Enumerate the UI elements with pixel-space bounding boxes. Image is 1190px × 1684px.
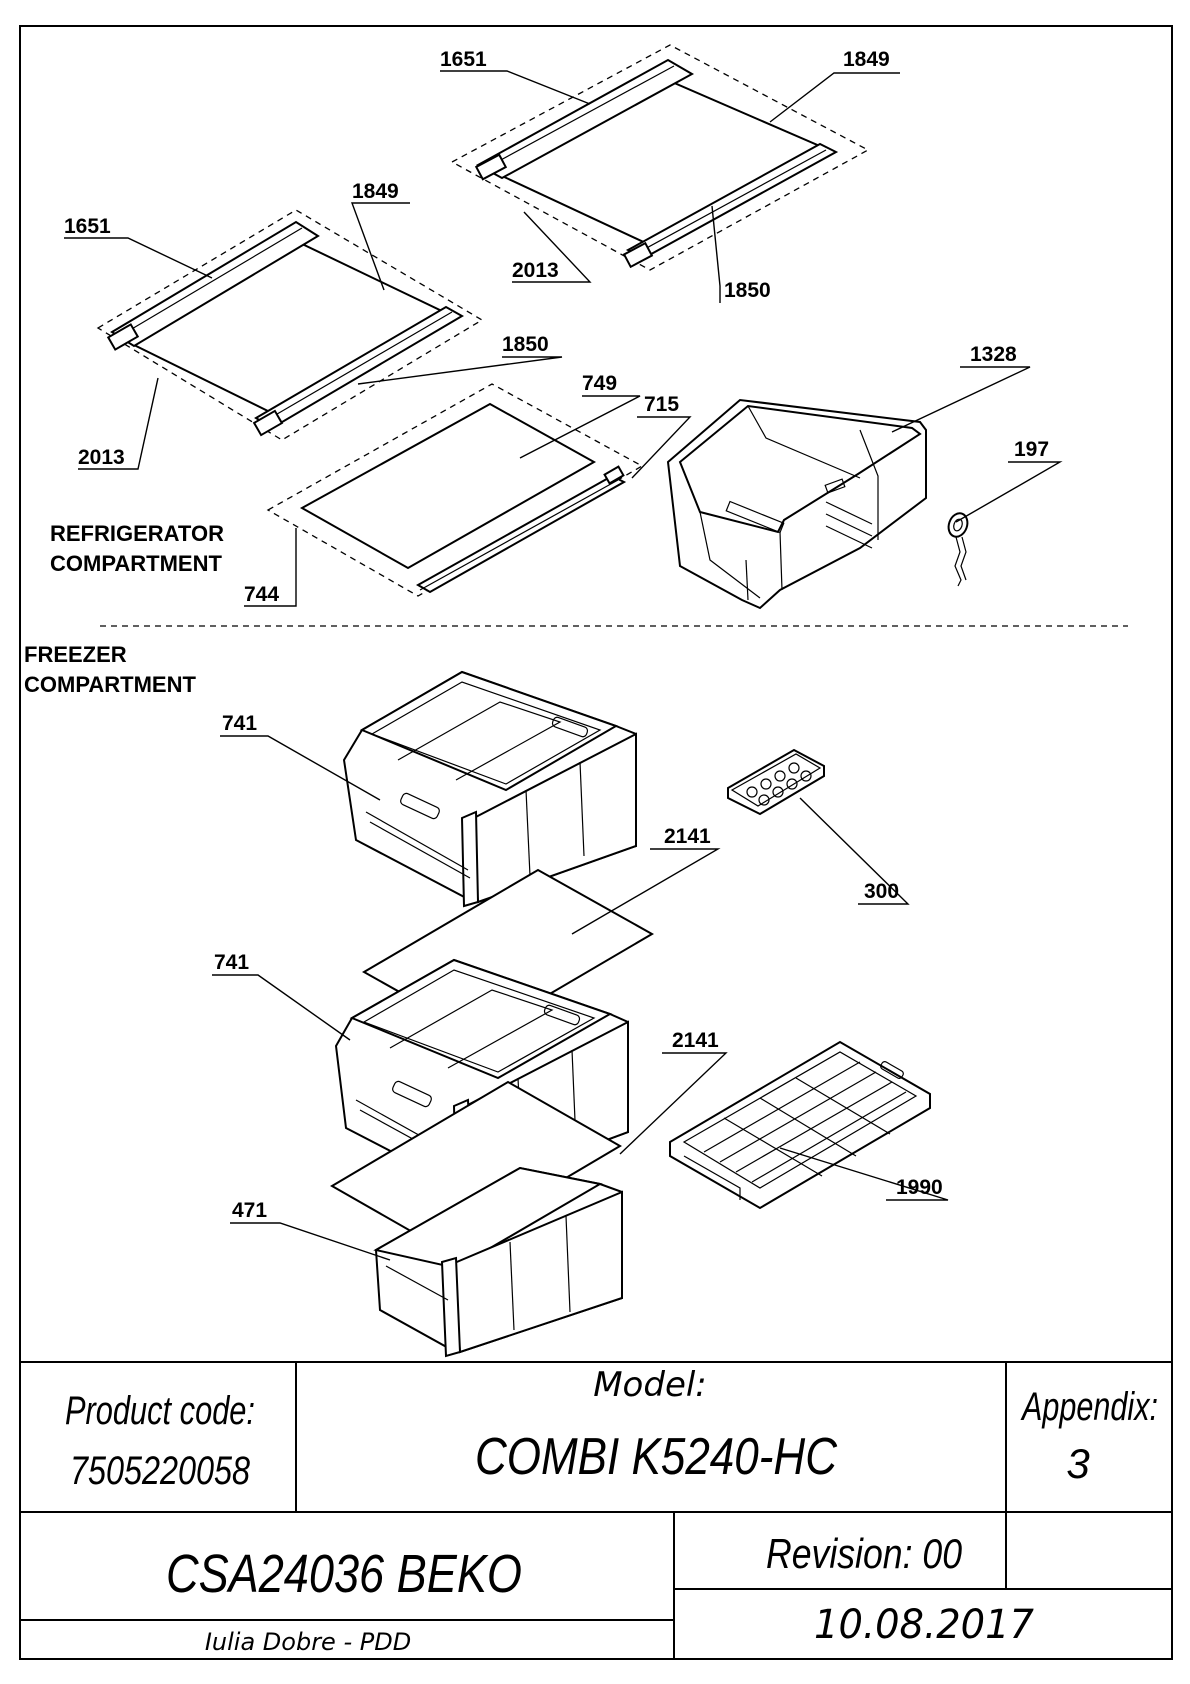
label-1850-lower: 1850 (502, 333, 549, 356)
tray-1990 (669, 1040, 931, 1210)
title-block (20, 1361, 1172, 1659)
part-197 (947, 512, 969, 587)
document-code: CSA24036 BEKO (166, 1544, 522, 1604)
freezer-drawer-741-top (342, 670, 637, 908)
shelf-assembly-744 (266, 383, 644, 597)
date: 10.08.2017 (814, 1602, 1035, 1648)
ice-tray-300 (727, 748, 825, 816)
label-744: 744 (244, 583, 279, 606)
section-refrigerator-line1: REFRIGERATOR (50, 521, 224, 546)
label-1651-lower: 1651 (64, 215, 111, 238)
author: Iulia Dobre - PDD (205, 1628, 411, 1656)
label-300: 300 (864, 880, 899, 903)
section-refrigerator-line2: COMPARTMENT (50, 551, 222, 576)
label-2141-upper: 2141 (664, 825, 711, 848)
product-code-value: 7505220058 (70, 1449, 251, 1493)
label-1990: 1990 (896, 1176, 943, 1199)
model-label: Model: (593, 1365, 707, 1405)
label-1651-upper: 1651 (440, 48, 487, 71)
appendix-label: Appendix: (1020, 1385, 1158, 1429)
label-2013-lower: 2013 (78, 446, 125, 469)
label-1849-lower: 1849 (352, 180, 399, 203)
section-freezer-line1: FREEZER (24, 642, 127, 667)
section-freezer-line2: COMPARTMENT (24, 672, 196, 697)
leader-lines (64, 70, 1063, 1261)
label-197: 197 (1014, 438, 1049, 461)
drawing-frame (19, 25, 1173, 1660)
label-741-middle: 741 (214, 951, 249, 974)
model-value: COMBI K5240-HC (475, 1428, 837, 1486)
appendix-value: 3 (1066, 1440, 1089, 1487)
label-2141-lower: 2141 (672, 1029, 719, 1052)
label-2013-upper: 2013 (512, 259, 559, 282)
label-1849-upper: 1849 (843, 48, 890, 71)
label-741-top: 741 (222, 712, 257, 735)
shelf-assembly-2013-lower (96, 209, 484, 441)
label-471: 471 (232, 1199, 267, 1222)
label-715: 715 (644, 393, 679, 416)
label-1328: 1328 (970, 343, 1017, 366)
crisper-drawer-1328 (666, 398, 927, 610)
part-labels: 1651 1849 2013 1850 1651 1849 2013 1850 … (64, 48, 1049, 1222)
shelf-assembly-2013-upper (450, 44, 870, 271)
product-code-label: Product code: (65, 1389, 255, 1433)
revision: Revision: 00 (766, 1530, 963, 1577)
label-1850-upper: 1850 (724, 279, 771, 302)
glass-plate-2141-lower (330, 1080, 622, 1252)
freezer-drawer-471 (373, 1166, 623, 1358)
label-749: 749 (582, 372, 617, 395)
